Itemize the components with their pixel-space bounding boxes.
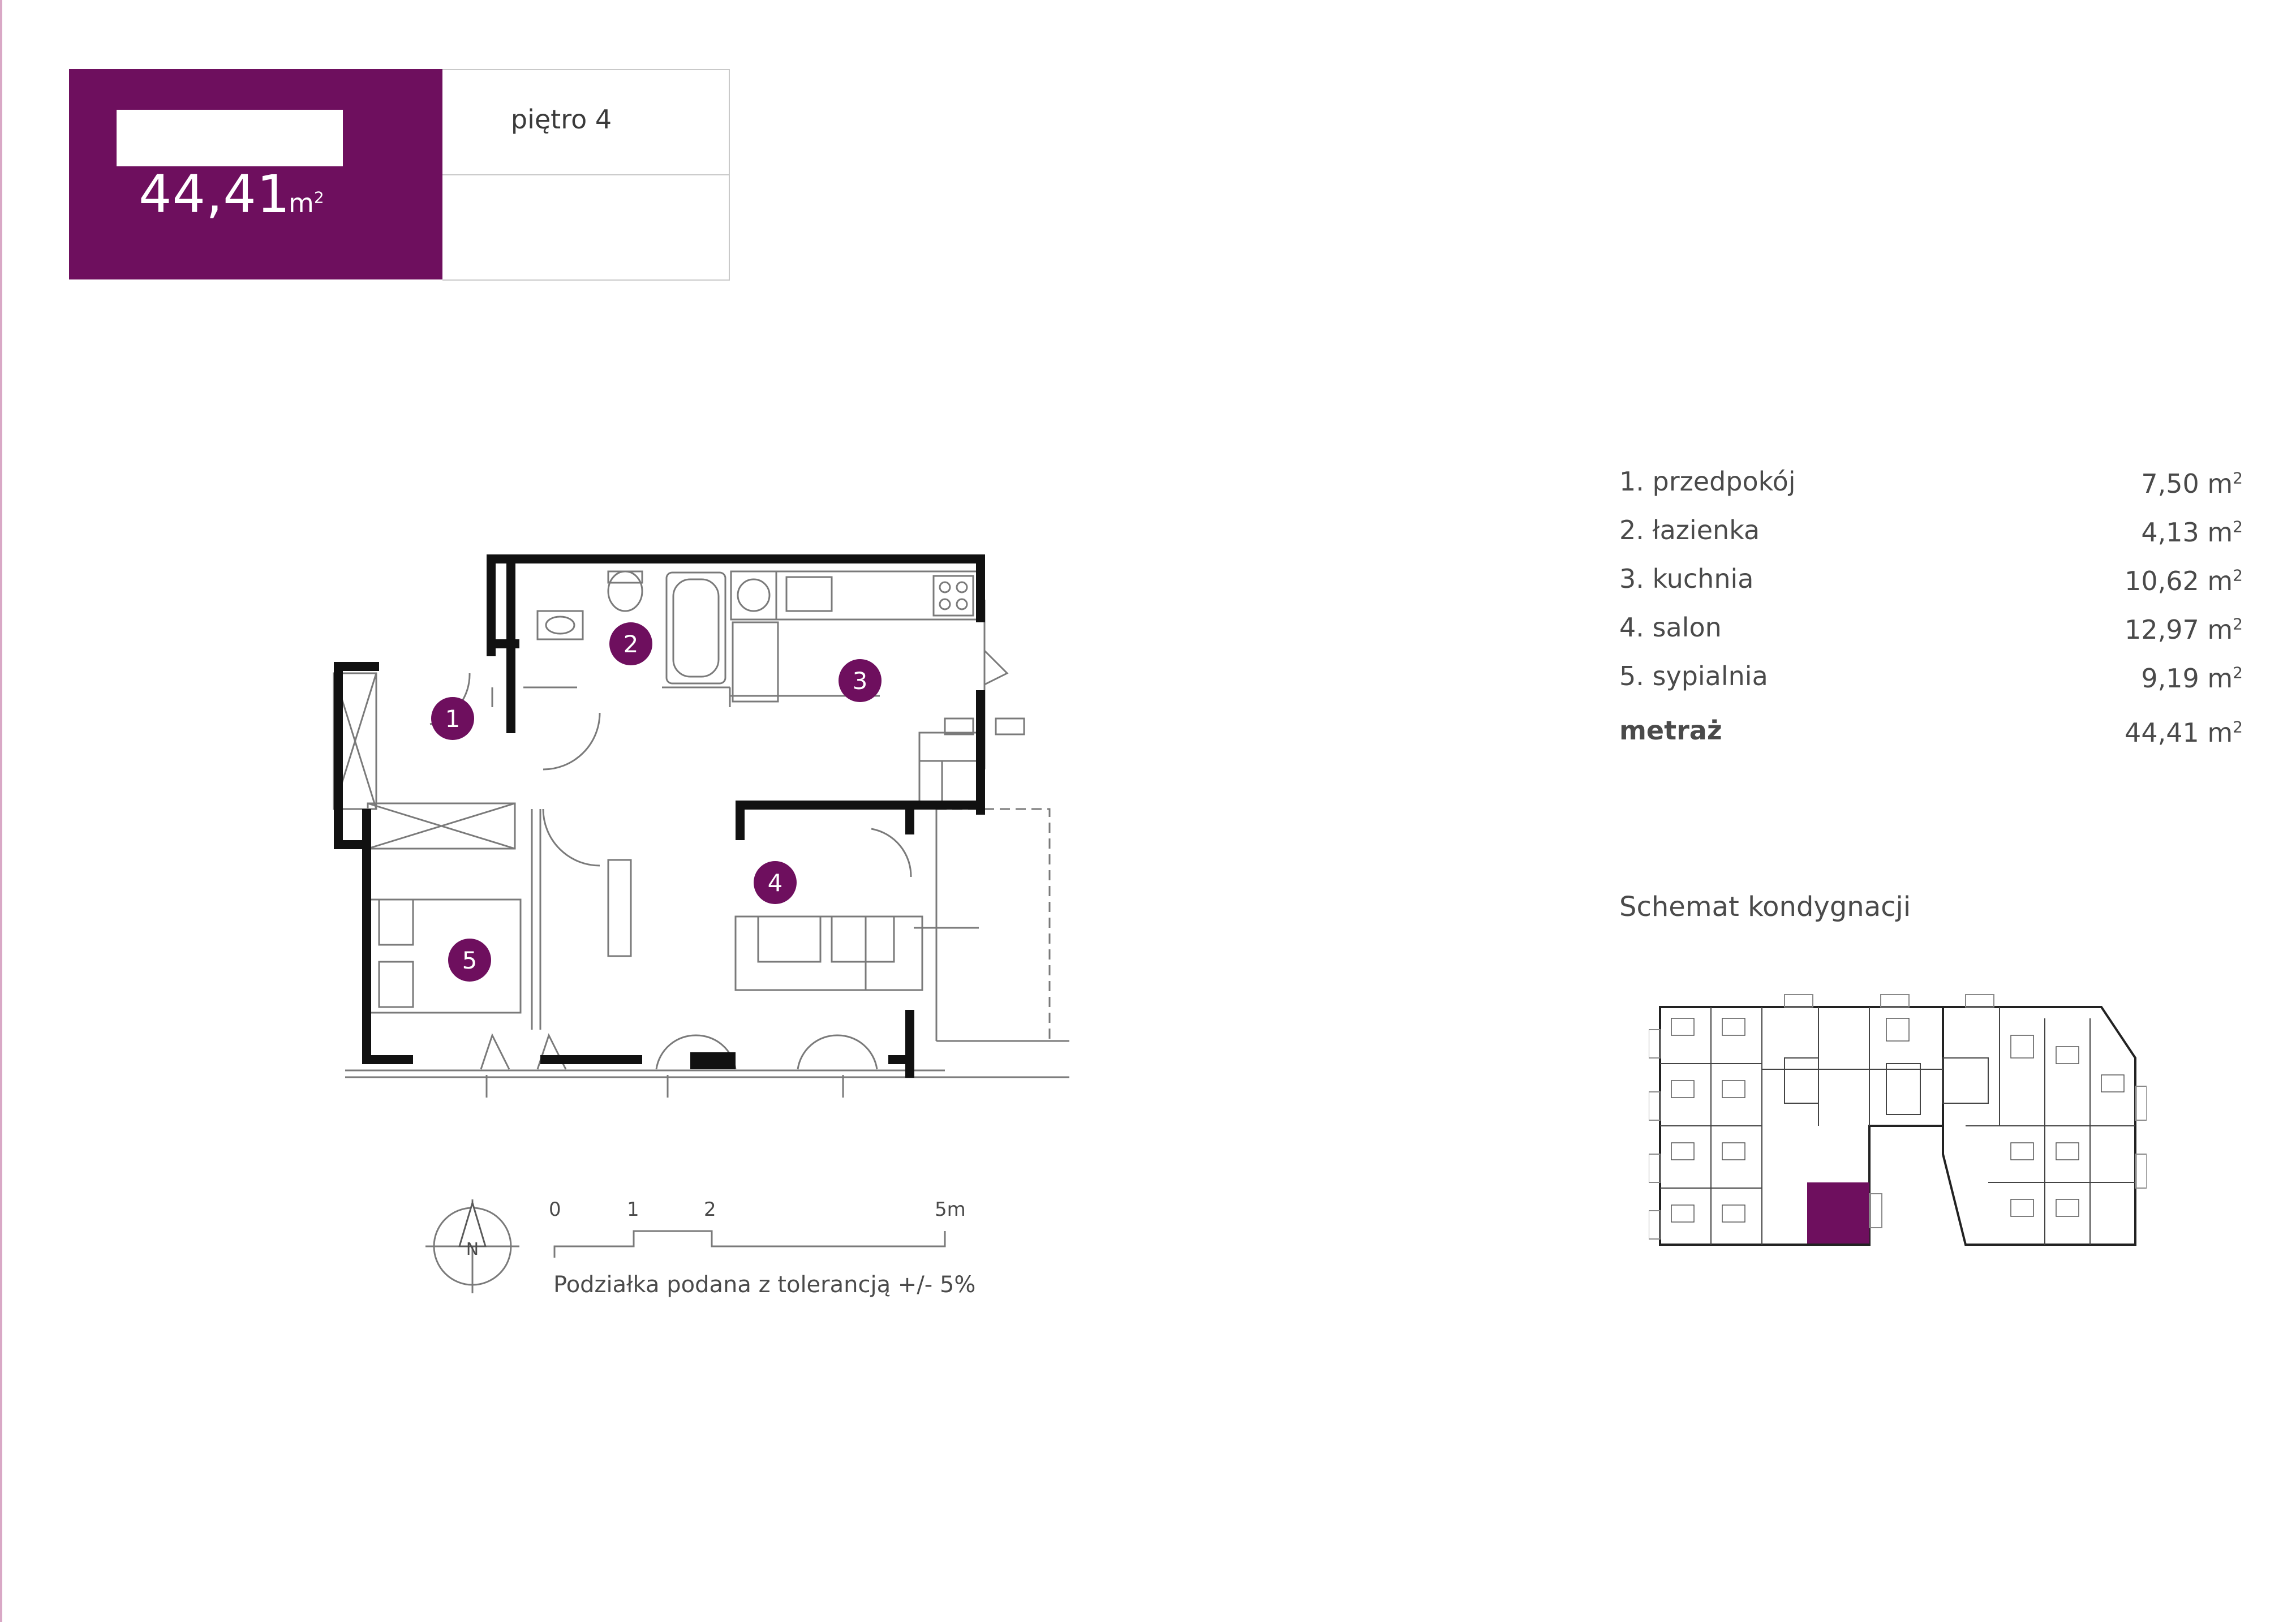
total-area-value: 44,41 m2 (2125, 717, 2243, 748)
room-number-3: 3 (853, 667, 868, 695)
floor-box-divider (442, 174, 729, 175)
room-row-lazienka: 2. łazienka 4,13 m2 (1619, 508, 2243, 557)
scale-bar: 0 1 2 5m (543, 1198, 973, 1260)
apartment-floor-plan: 1 2 3 4 5 (333, 554, 1069, 1098)
room-number-4: 4 (768, 869, 783, 897)
redacted-label (117, 110, 343, 166)
room-area: 12,97 m2 (2125, 614, 2243, 645)
room-row-kuchnia: 3. kuchnia 10,62 m2 (1619, 557, 2243, 605)
room-row-salon: 4. salon 12,97 m2 (1619, 605, 2243, 654)
room-row-przedpokoj: 1. przedpokój 7,50 m2 (1619, 459, 2243, 508)
compass-north-label: N (466, 1240, 479, 1259)
room-name: 1. przedpokój (1619, 466, 1796, 497)
room-name: 2. łazienka (1619, 515, 1760, 545)
room-area-list: 1. przedpokój 7,50 m2 2. łazienka 4,13 m… (1619, 459, 2243, 757)
scale-label-0: 0 (549, 1198, 561, 1221)
room-area: 7,50 m2 (2141, 468, 2243, 499)
scale-label-5m: 5m (935, 1198, 966, 1221)
room-area: 9,19 m2 (2141, 663, 2243, 694)
apartment-area-value: 44,41 (139, 164, 291, 225)
room-area: 4,13 m2 (2141, 517, 2243, 548)
floor-key-plan (1649, 994, 2147, 1246)
room-name: 3. kuchnia (1619, 563, 1754, 594)
scale-label-2: 2 (704, 1198, 716, 1221)
room-number-1: 1 (445, 705, 461, 733)
room-number-5: 5 (462, 946, 478, 974)
scale-ruler (553, 1230, 946, 1258)
tolerance-note: Podziałka podana z tolerancją +/- 5% (553, 1272, 976, 1298)
floor-schema-title: Schemat kondygnacji (1619, 891, 1911, 923)
apartment-area-unit: m2 (289, 188, 324, 218)
total-area-row: metraż 44,41 m2 (1619, 708, 2243, 757)
room-row-sypialnia: 5. sypialnia 9,19 m2 (1619, 654, 2243, 703)
room-name: 5. sypialnia (1619, 661, 1768, 691)
area-badge (69, 69, 442, 279)
page-edge-line (0, 0, 2, 1622)
total-area-label: metraż (1619, 715, 1722, 746)
floor-info-box: piętro 4 (442, 69, 730, 281)
room-name: 4. salon (1619, 612, 1722, 643)
scale-label-1: 1 (627, 1198, 639, 1221)
floor-label: piętro 4 (510, 104, 612, 135)
room-area: 10,62 m2 (2125, 566, 2243, 596)
north-compass-icon: N (425, 1199, 519, 1293)
room-number-2: 2 (624, 630, 639, 658)
